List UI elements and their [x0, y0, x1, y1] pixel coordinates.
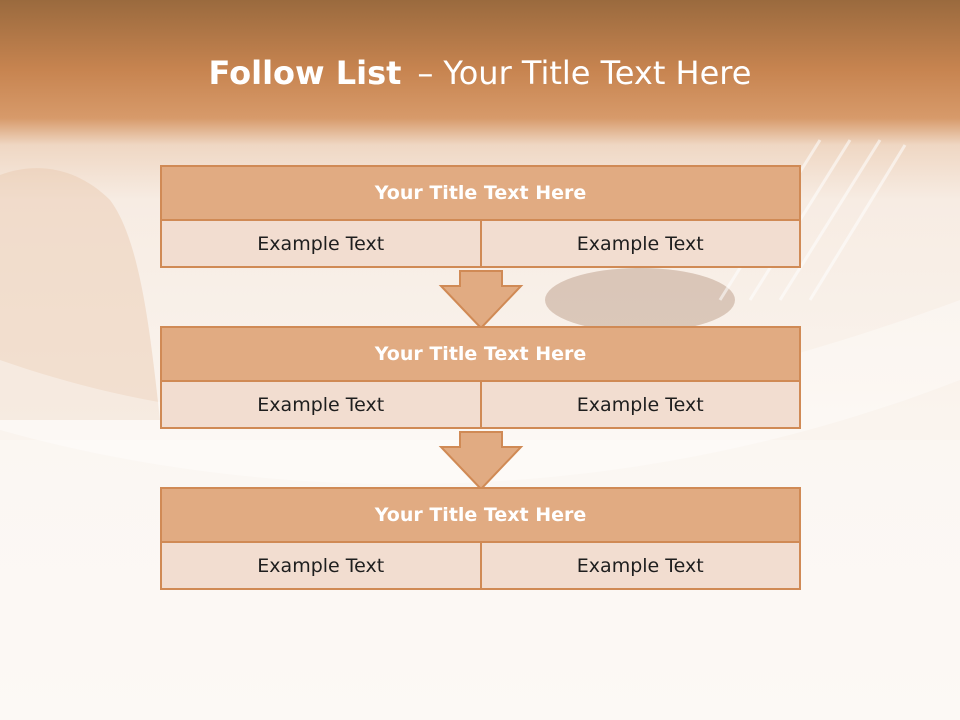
list-block-2: Your Title Text Here Example Text Exampl… [160, 326, 801, 429]
list-block-3: Your Title Text Here Example Text Exampl… [160, 487, 801, 590]
block-title: Your Title Text Here [160, 326, 801, 382]
title-bold: Follow List [208, 54, 402, 92]
title-rest: Your Title Text Here [443, 54, 752, 92]
list-block-1: Your Title Text Here Example Text Exampl… [160, 165, 801, 268]
block-row: Example Text Example Text [160, 219, 801, 268]
block-row: Example Text Example Text [160, 541, 801, 590]
block-cell-left: Example Text [160, 380, 482, 429]
block-title: Your Title Text Here [160, 487, 801, 543]
block-row: Example Text Example Text [160, 380, 801, 429]
slide-title: Follow List–Your Title Text Here [0, 54, 960, 92]
block-cell-right: Example Text [479, 380, 801, 429]
down-arrow-icon [438, 431, 524, 491]
block-cell-right: Example Text [479, 541, 801, 590]
title-dash: – [417, 54, 434, 92]
block-title: Your Title Text Here [160, 165, 801, 221]
block-cell-left: Example Text [160, 219, 482, 268]
down-arrow-icon [438, 270, 524, 330]
block-cell-right: Example Text [479, 219, 801, 268]
block-cell-left: Example Text [160, 541, 482, 590]
